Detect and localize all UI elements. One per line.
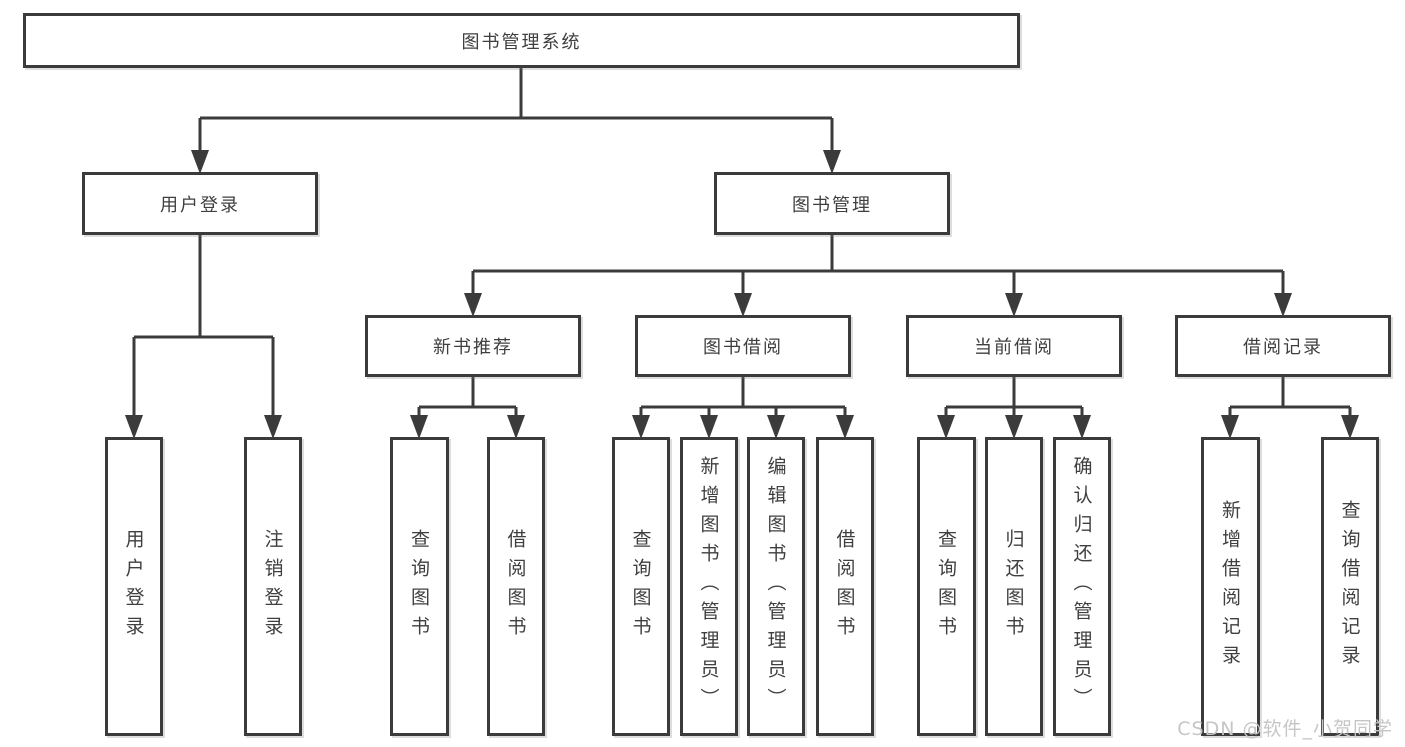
leaf-logout: 注销登录 — [244, 437, 302, 736]
node-label: 查询图书 — [935, 528, 957, 645]
node-label: 借阅记录 — [1243, 337, 1323, 358]
node-book-management: 图书管理 — [714, 172, 950, 235]
node-label: 确认归还（管理员） — [1070, 456, 1093, 717]
leaf-add-borrow-record: 新增借阅记录 — [1201, 437, 1260, 736]
leaf-add-book-admin: 新增图书（管理员） — [680, 437, 738, 736]
node-label: 新书推荐 — [433, 337, 513, 358]
node-label: 注销登录 — [261, 528, 284, 645]
node-library-management-system: 图书管理系统 — [23, 13, 1020, 68]
node-label: 查询借阅记录 — [1338, 499, 1361, 674]
node-label: 当前借阅 — [974, 337, 1054, 358]
leaf-user-login: 用户登录 — [105, 437, 163, 736]
node-new-book-recommendation: 新书推荐 — [365, 315, 581, 377]
node-label: 用户登录 — [122, 528, 145, 645]
node-label: 查询图书 — [629, 528, 652, 645]
leaf-borrow-book: 借阅图书 — [487, 437, 545, 736]
node-current-borrowing: 当前借阅 — [906, 315, 1122, 377]
leaf-query-book: 查询图书 — [612, 437, 670, 736]
node-label: 归还图书 — [1002, 528, 1025, 645]
node-label: 用户登录 — [160, 194, 240, 216]
leaf-confirm-return-admin: 确认归还（管理员） — [1053, 437, 1111, 736]
node-label: 新增图书（管理员） — [697, 456, 720, 717]
leaf-borrow-book: 借阅图书 — [816, 437, 874, 736]
node-label: 图书借阅 — [703, 337, 783, 358]
leaf-query-borrow-record: 查询借阅记录 — [1321, 437, 1379, 736]
node-book-borrowing: 图书借阅 — [635, 315, 851, 377]
leaf-return-book: 归还图书 — [985, 437, 1043, 736]
node-label: 借阅图书 — [833, 528, 856, 645]
node-label: 图书管理系统 — [461, 31, 582, 53]
node-label: 新增借阅记录 — [1219, 499, 1241, 674]
node-borrowing-records: 借阅记录 — [1175, 315, 1391, 377]
node-label: 图书管理 — [792, 194, 872, 216]
node-user-login: 用户登录 — [82, 172, 318, 235]
leaf-query-book: 查询图书 — [390, 437, 449, 736]
node-label: 查询图书 — [408, 528, 430, 645]
leaf-query-book: 查询图书 — [917, 437, 976, 736]
node-label: 编辑图书（管理员） — [764, 456, 787, 717]
leaf-edit-book-admin: 编辑图书（管理员） — [747, 437, 805, 736]
node-label: 借阅图书 — [504, 528, 527, 645]
